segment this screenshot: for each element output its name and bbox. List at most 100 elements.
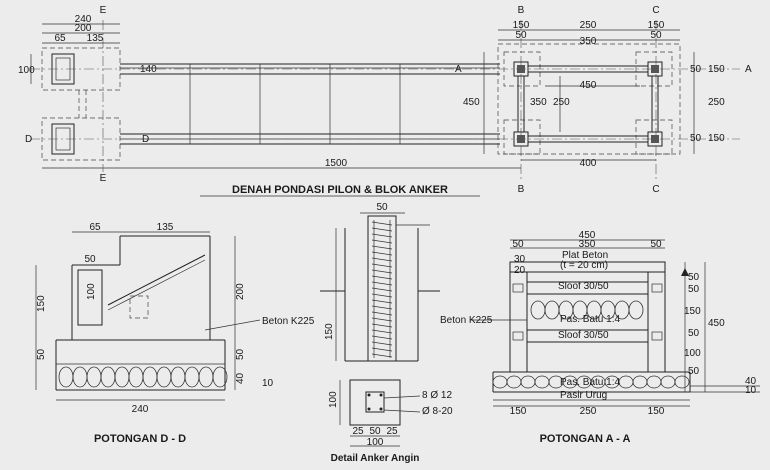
anchor-dim-50: 50: [376, 202, 388, 213]
stirrup-line: [371, 221, 393, 226]
axis-e-top: E: [100, 5, 107, 16]
aa-r-100: 100: [684, 348, 701, 359]
dd-dim-50-left: 50: [36, 348, 47, 360]
stirrup-line: [371, 353, 393, 358]
anchor-rebar-stirrup: Ø 8-20: [422, 406, 453, 417]
dim-400: 400: [580, 158, 597, 169]
stirrup-line: [371, 335, 393, 340]
rubble-stone: [114, 366, 130, 388]
axis-c-bottom: C: [652, 184, 659, 195]
anchor-rebar-main: 8 Ø 12: [422, 390, 452, 401]
dd-title: POTONGAN D - D: [94, 433, 186, 445]
sloof-bottom: [526, 329, 649, 343]
rubble-stone: [632, 375, 648, 389]
stirrup-line: [371, 293, 393, 298]
section-aa: [470, 239, 760, 407]
dd-dim-50: 50: [84, 254, 96, 265]
stirrup-line: [371, 263, 393, 268]
rubble-stone: [198, 366, 214, 388]
anchor-section: [349, 379, 401, 426]
dd-dim-200: 200: [235, 283, 246, 300]
rubble-stone: [58, 366, 74, 388]
stirrup-line: [371, 287, 393, 292]
dd-dim-100: 100: [86, 283, 97, 300]
anchor-title: Detail Anker Angin: [331, 453, 420, 464]
aa-r-10: 10: [745, 385, 757, 396]
rubble-stone: [660, 375, 676, 389]
plan-title: DENAH PONDASI PILON & BLOK ANKER: [232, 184, 448, 196]
aa-r-50b: 50: [688, 284, 700, 295]
dim-250-top: 250: [580, 20, 597, 31]
aa-rubble: [492, 300, 690, 389]
plan-view: [30, 20, 740, 180]
axis-d-left: D: [25, 134, 32, 145]
aa-r-450: 450: [708, 318, 725, 329]
axis-b-bottom: B: [518, 184, 525, 195]
rubble-stone: [142, 366, 158, 388]
dim-250-mid: 250: [553, 97, 570, 108]
sloof-top: [526, 281, 649, 295]
dim-450-inner: 450: [580, 80, 597, 91]
aa-dim-50r: 50: [650, 239, 662, 250]
column-c-bottom: [647, 131, 663, 147]
aa-dim-20: 20: [514, 265, 526, 276]
rubble-stone: [156, 366, 172, 388]
dd-dim-150: 150: [36, 295, 47, 312]
rubble-stone: [544, 300, 560, 320]
axis-e-bottom: E: [100, 173, 107, 184]
column-c-top: [647, 61, 663, 77]
column-b-bottom: [513, 131, 529, 147]
axis-b-top: B: [518, 5, 525, 16]
stirrup-line: [371, 341, 393, 346]
anchor-detail: [320, 212, 440, 447]
dd-dim-135: 135: [157, 222, 174, 233]
stirrup-line: [371, 299, 393, 304]
stirrup-line: [371, 281, 393, 286]
rubble-stone: [530, 300, 546, 320]
stirrup-line: [371, 329, 393, 334]
dim-50-c: 50: [650, 30, 662, 41]
aa-b-150b: 150: [648, 406, 665, 417]
stirrup-line: [371, 347, 393, 352]
dim-350-top: 350: [580, 36, 597, 47]
stirrup-line: [371, 245, 393, 250]
stirrup-line: [371, 311, 393, 316]
stirrup-line: [371, 275, 393, 280]
aa-r-50a: 50: [688, 272, 700, 283]
aa-batu2-label: Pas. Batu 1:4: [560, 377, 620, 388]
dim-1500: 1500: [325, 158, 348, 169]
aa-dim-450: 450: [579, 230, 596, 241]
pilon-stub: [77, 269, 103, 326]
stirrup-line: [371, 251, 393, 256]
rubble-stone: [72, 366, 88, 388]
column-b-top: [513, 61, 529, 77]
aa-b-250: 250: [580, 406, 597, 417]
anchor-dim-25b: 25: [386, 426, 398, 437]
dim-450-left: 450: [463, 97, 480, 108]
dim-140: 140: [140, 64, 157, 75]
aa-dim-30: 30: [514, 254, 526, 265]
dim-50-r1: 50: [690, 64, 702, 75]
rubble-stone: [506, 375, 522, 389]
anchor-stirrups: [371, 221, 393, 358]
stirrup-line: [371, 239, 393, 244]
dim-50-b: 50: [515, 30, 527, 41]
aa-batu-label: Pas. Batu 1:4: [560, 314, 620, 325]
dim-150-r2: 150: [708, 133, 725, 144]
aa-b-150a: 150: [510, 406, 527, 417]
stirrup-line: [371, 269, 393, 274]
aa-r-50d: 50: [688, 366, 700, 377]
rubble-stone: [492, 375, 508, 389]
aa-pasir-label: Pasir Urug: [560, 390, 607, 401]
dim-150-c: 150: [648, 20, 665, 31]
dd-rubble: [58, 366, 228, 388]
rubble-stone: [100, 366, 116, 388]
aa-dim-350: 350: [579, 239, 596, 250]
stirrup-line: [371, 257, 393, 262]
dim-250-r: 250: [708, 97, 725, 108]
rubble-stone: [170, 366, 186, 388]
rubble-stone: [212, 366, 228, 388]
section-dd: [35, 231, 261, 401]
